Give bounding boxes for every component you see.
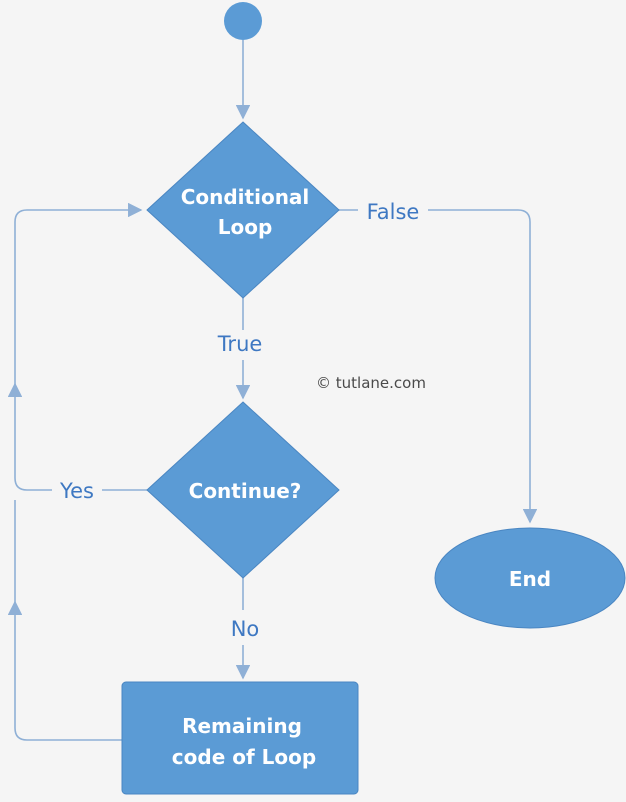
watermark-text: © tutlane.com xyxy=(316,374,426,392)
continue-label: Continue? xyxy=(189,479,302,503)
edge-yes xyxy=(7,382,52,491)
remaining-code-node xyxy=(121,681,359,795)
edge-false xyxy=(428,209,538,524)
end-node xyxy=(434,527,626,629)
edge-remaining-loop xyxy=(7,600,122,741)
continue-node xyxy=(146,401,340,579)
no-edge-label: No xyxy=(231,617,260,641)
false-edge-label: False xyxy=(367,200,420,224)
conditional-loop-label-line2: Loop xyxy=(218,215,273,239)
true-edge-label: True xyxy=(217,332,263,356)
edge-loop-back xyxy=(14,202,143,384)
remaining-code-label-line1: Remaining xyxy=(182,714,302,738)
conditional-loop-node xyxy=(146,121,340,299)
remaining-code-label-line2: code of Loop xyxy=(172,745,316,769)
edges xyxy=(7,40,538,741)
end-label: End xyxy=(509,567,551,591)
start-node xyxy=(224,2,262,40)
conditional-loop-label-line1: Conditional xyxy=(181,185,310,209)
yes-edge-label: Yes xyxy=(59,479,94,503)
